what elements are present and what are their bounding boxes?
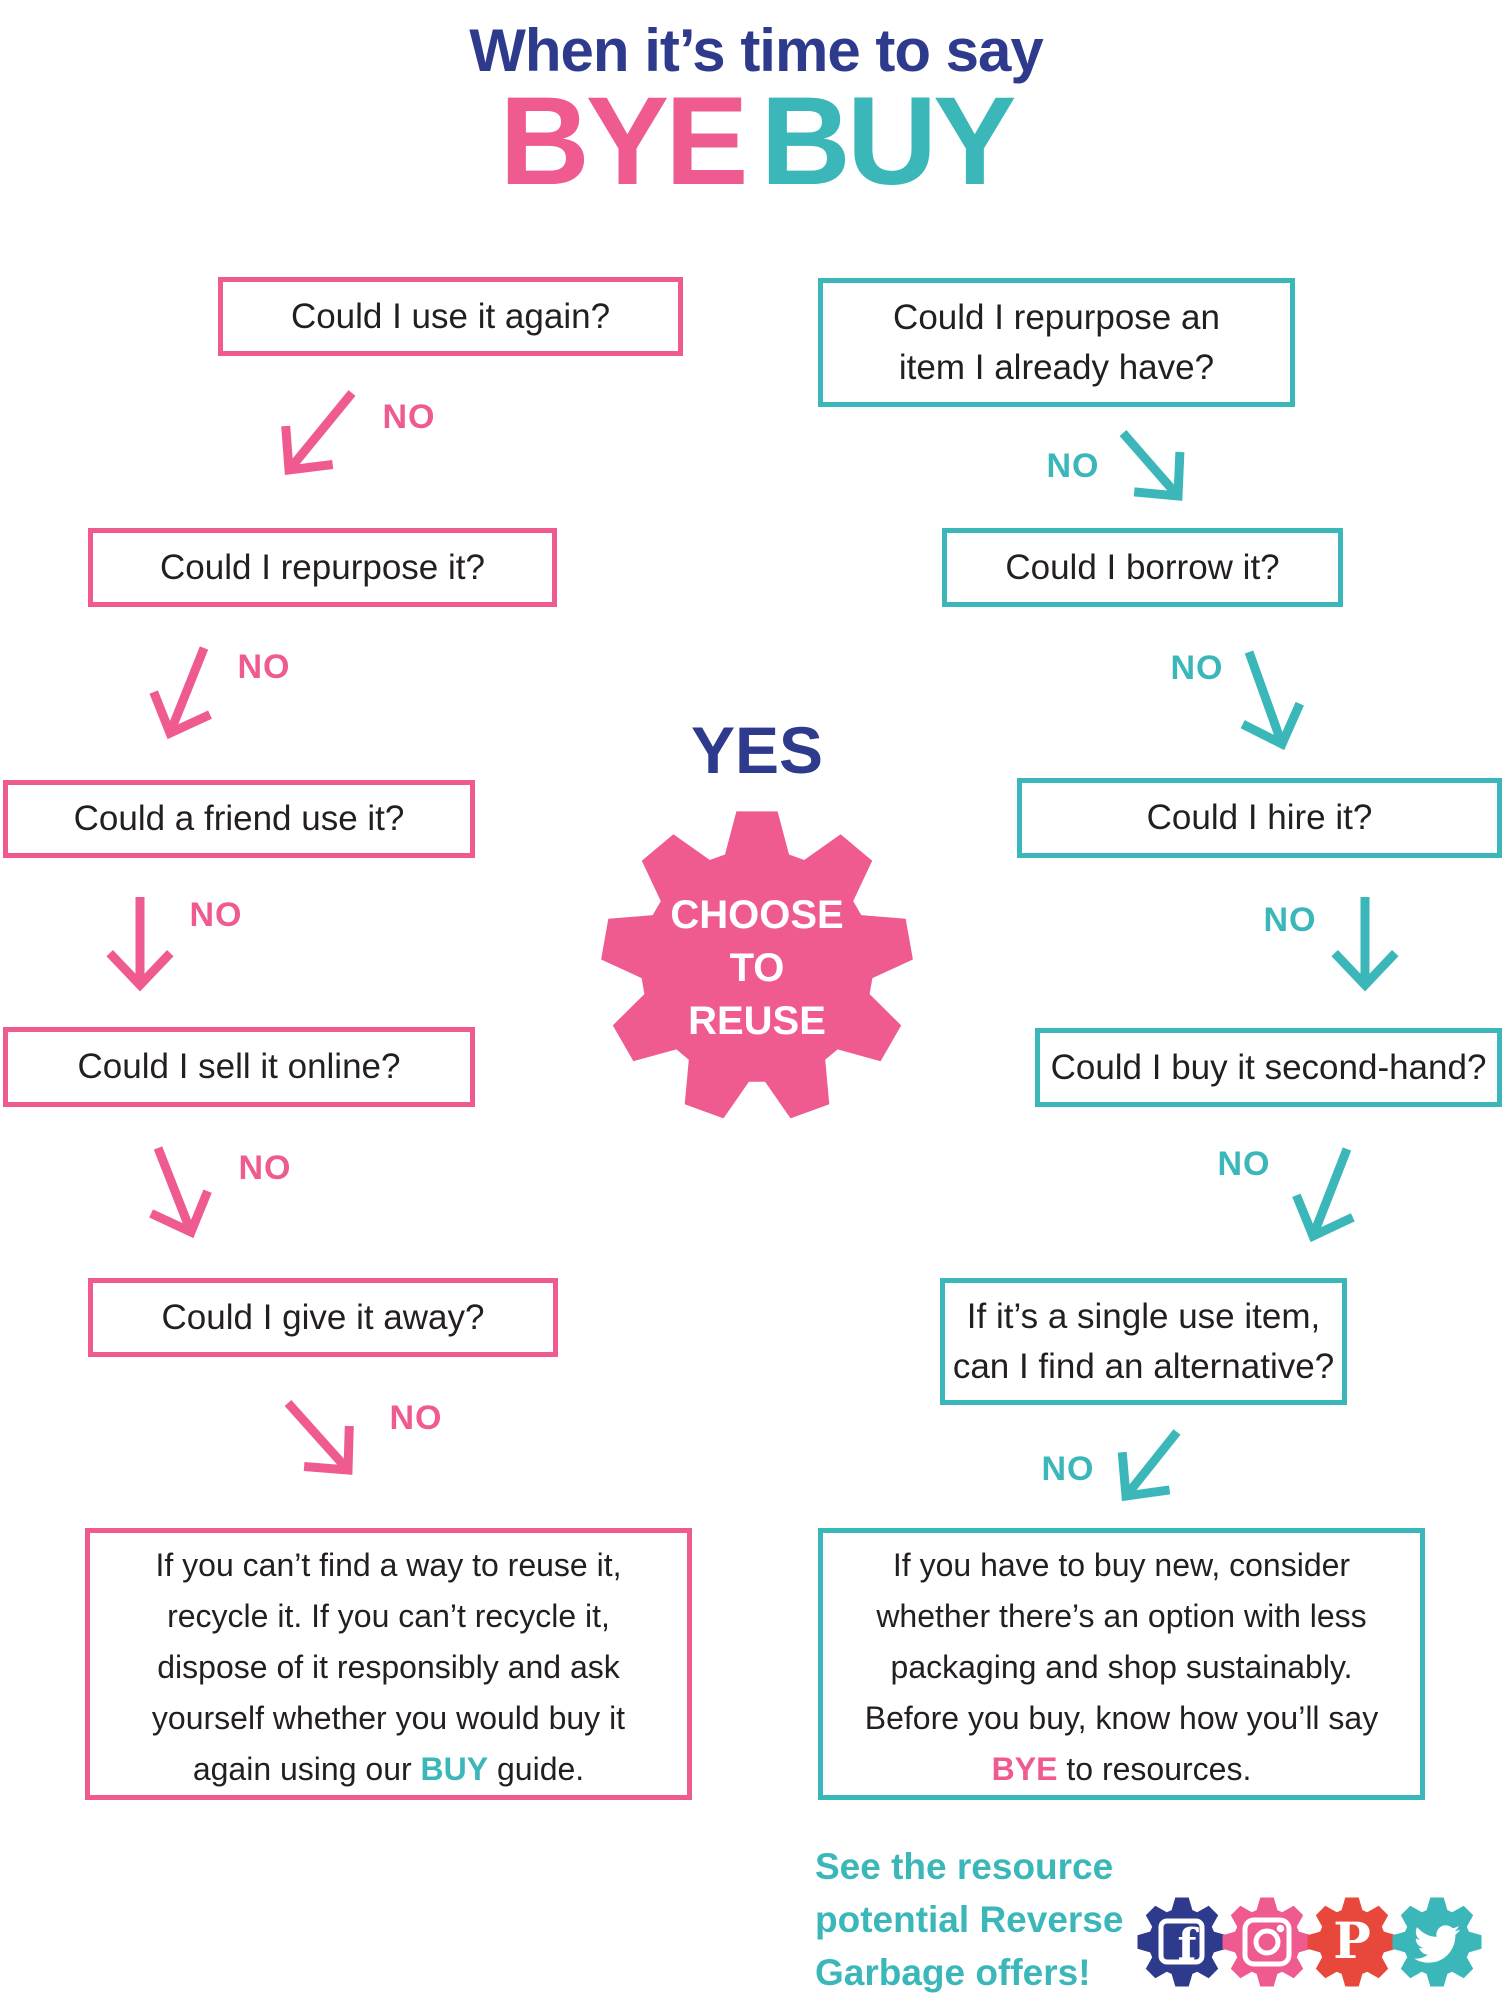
svg-text:f: f — [1178, 1920, 1200, 1971]
final-buy-new-text: If you have to buy new, consider whether… — [864, 1547, 1379, 1736]
no-label: NO — [189, 896, 243, 934]
no-arrow — [1119, 430, 1185, 501]
no-arrow — [1292, 1147, 1355, 1243]
no-arrow — [106, 897, 174, 992]
twitter-icon[interactable] — [1391, 1896, 1483, 1988]
question-friend-use-it: Could a friend use it? — [3, 780, 475, 858]
instagram-icon[interactable] — [1221, 1896, 1313, 1988]
no-label: NO — [1170, 649, 1224, 687]
no-label: NO — [1263, 901, 1317, 939]
svg-text:P: P — [1333, 1911, 1371, 1970]
instagram-glyph — [1242, 1917, 1292, 1967]
question-borrow-it: Could I borrow it? — [942, 528, 1343, 607]
page-title: When it’s time to say — [469, 17, 1044, 84]
choose-to-reuse-text: CHOOSE TO REUSE — [670, 893, 844, 1043]
no-arrow — [281, 390, 356, 476]
no-arrow — [1117, 1429, 1181, 1502]
question-use-it-again: Could I use it again? — [218, 277, 683, 356]
question-single-use-alternative: If it’s a single use item, can I find an… — [940, 1278, 1347, 1405]
question-give-it-away: Could I give it away? — [88, 1278, 558, 1357]
final-recycle-suffix: guide. — [488, 1751, 585, 1787]
no-label: NO — [382, 398, 436, 436]
final-recycle-text: If you can’t find a way to reuse it, rec… — [151, 1547, 626, 1787]
no-arrow — [284, 1399, 354, 1475]
no-arrow — [149, 646, 212, 740]
bye-word: BYE — [499, 72, 749, 211]
no-label: NO — [1217, 1145, 1271, 1183]
twitter-bird-glyph — [1414, 1925, 1461, 1963]
question-repurpose-item-have: Could I repurpose an item I already have… — [818, 278, 1295, 407]
no-label: NO — [237, 648, 291, 686]
final-advice-recycle: If you can’t find a way to reuse it, rec… — [85, 1528, 692, 1800]
pinterest-gear — [1307, 1897, 1397, 1987]
no-arrow — [1331, 897, 1399, 992]
final-advice-buy-new: If you have to buy new, consider whether… — [818, 1528, 1425, 1800]
question-repurpose-it: Could I repurpose it? — [88, 528, 557, 607]
bye-highlight: BYE — [991, 1751, 1058, 1787]
buy-word: BUY — [760, 72, 1017, 211]
no-arrow — [149, 1146, 212, 1239]
pinterest-glyph: P — [1333, 1911, 1371, 1970]
no-label: NO — [389, 1399, 443, 1437]
yes-label: YES — [690, 713, 824, 787]
footer-cta-text: See the resource potential Reverse Garba… — [815, 1846, 1124, 1993]
no-label: NO — [238, 1149, 292, 1187]
instagram-gear — [1222, 1897, 1312, 1987]
final-buy-new-suffix: to resources. — [1057, 1751, 1252, 1787]
question-hire-it: Could I hire it? — [1017, 778, 1502, 858]
buy-highlight: BUY — [420, 1751, 489, 1787]
no-label: NO — [1046, 447, 1100, 485]
no-label: NO — [1041, 1450, 1095, 1488]
facebook-glyph: f — [1158, 1918, 1205, 1971]
question-buy-second-hand: Could I buy it second-hand? — [1035, 1028, 1502, 1107]
facebook-icon[interactable]: f — [1136, 1896, 1228, 1988]
facebook-gear — [1137, 1897, 1227, 1987]
question-sell-it-online: Could I sell it online? — [3, 1027, 475, 1107]
no-arrow — [1240, 650, 1304, 751]
pinterest-icon[interactable]: P — [1306, 1896, 1398, 1988]
